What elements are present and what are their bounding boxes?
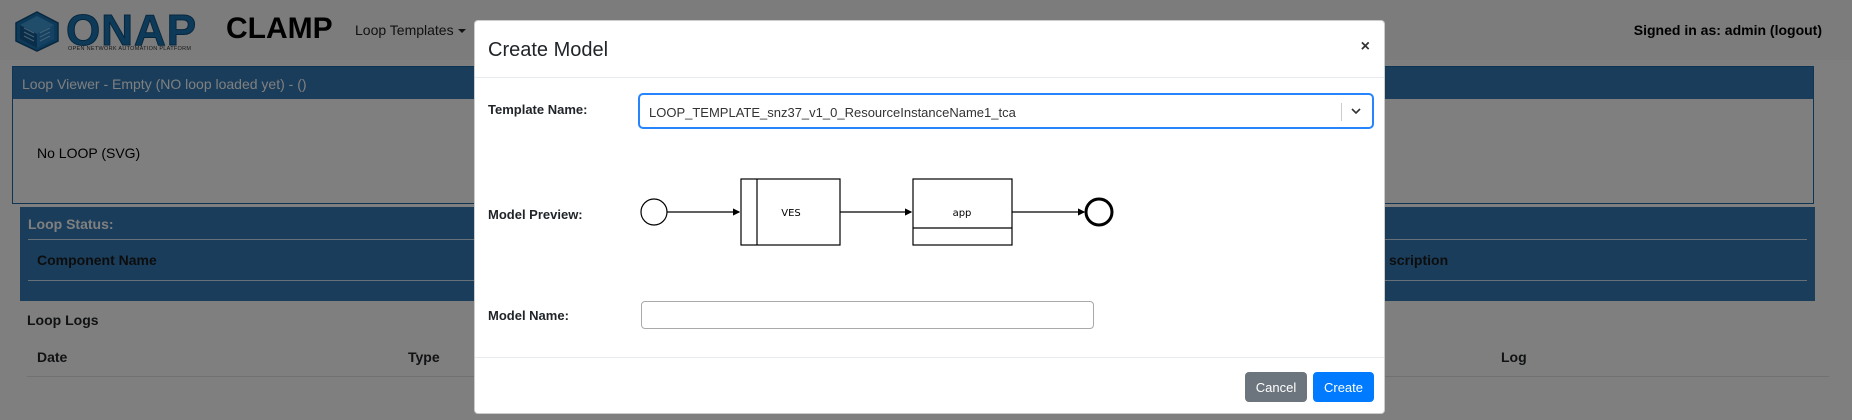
create-button[interactable]: Create	[1313, 372, 1374, 402]
chevron-down-icon[interactable]	[1348, 103, 1364, 119]
model-preview-label: Model Preview:	[488, 207, 583, 222]
template-name-select[interactable]: LOOP_TEMPLATE_snz37_v1_0_ResourceInstanc…	[639, 94, 1373, 128]
model-name-label: Model Name:	[488, 308, 569, 323]
model-preview-diagram: VES app	[640, 178, 1114, 246]
modal-footer: Cancel Create	[475, 357, 1384, 414]
close-icon[interactable]: ×	[1360, 38, 1370, 55]
create-model-dialog: Create Model × Template Name: LOOP_TEMPL…	[474, 20, 1385, 414]
app-node	[912, 178, 1013, 246]
model-name-input[interactable]	[641, 301, 1094, 329]
app-node-label: app	[953, 208, 972, 219]
template-name-label: Template Name:	[488, 102, 588, 117]
end-event-icon	[1084, 197, 1114, 227]
template-name-value: LOOP_TEMPLATE_snz37_v1_0_ResourceInstanc…	[649, 105, 1016, 120]
ves-node-label: VES	[781, 208, 801, 219]
cancel-button[interactable]: Cancel	[1245, 372, 1307, 402]
start-event-icon	[640, 198, 668, 226]
modal-title: Create Model	[488, 39, 609, 61]
select-separator	[1341, 103, 1342, 121]
modal-header: Create Model ×	[475, 21, 1384, 78]
